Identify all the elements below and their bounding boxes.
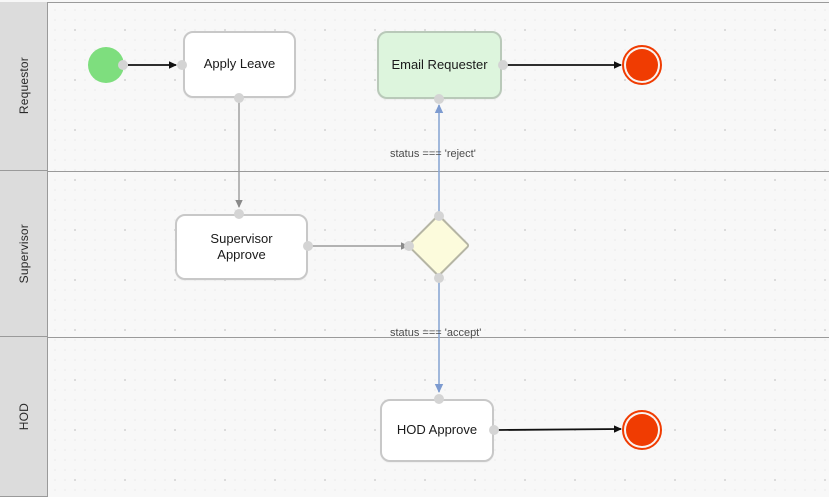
lane-header-hod[interactable]: HOD <box>0 337 48 497</box>
port-supervisor-approve-right[interactable] <box>303 241 313 251</box>
port-email-requester-right[interactable] <box>498 60 508 70</box>
port-email-requester-bottom[interactable] <box>434 94 444 104</box>
port-supervisor-approve-top[interactable] <box>234 209 244 219</box>
port-gateway-top[interactable] <box>434 211 444 221</box>
pool-top-border <box>48 2 829 3</box>
lane-label-supervisor: Supervisor <box>16 223 31 284</box>
port-gateway-left[interactable] <box>404 241 414 251</box>
port-apply-leave-left[interactable] <box>177 60 187 70</box>
edge-label-reject: status === 'reject' <box>390 148 476 160</box>
end-event-requestor-fill <box>626 49 658 81</box>
task-apply-leave-label: Apply Leave <box>203 56 276 72</box>
task-email-requester[interactable]: Email Requester <box>377 31 502 99</box>
lane-divider-requestor-supervisor <box>48 171 829 172</box>
task-supervisor-approve-line1: Supervisor <box>210 230 273 246</box>
edge-label-accept: status === 'accept' <box>390 327 482 339</box>
end-event-hod-fill <box>626 414 658 446</box>
port-apply-leave-bottom[interactable] <box>234 93 244 103</box>
task-email-requester-label: Email Requester <box>391 56 488 72</box>
task-hod-approve[interactable]: HOD Approve <box>380 399 494 462</box>
task-supervisor-approve[interactable]: Supervisor Approve <box>175 214 308 280</box>
port-gateway-bottom[interactable] <box>434 273 444 283</box>
task-supervisor-approve-line2: Approve <box>217 247 266 262</box>
port-hod-approve-right[interactable] <box>489 425 499 435</box>
port-hod-approve-top[interactable] <box>434 394 444 404</box>
task-hod-approve-label: HOD Approve <box>396 422 478 438</box>
port-start-right[interactable] <box>118 60 128 70</box>
lane-label-requestor: Requestor <box>16 57 31 115</box>
lane-header-supervisor[interactable]: Supervisor <box>0 171 48 337</box>
lane-label-hod: HOD <box>16 402 31 431</box>
task-apply-leave[interactable]: Apply Leave <box>183 31 296 98</box>
task-supervisor-approve-label: Supervisor Approve <box>210 231 272 264</box>
lane-header-requestor[interactable]: Requestor <box>0 2 48 171</box>
